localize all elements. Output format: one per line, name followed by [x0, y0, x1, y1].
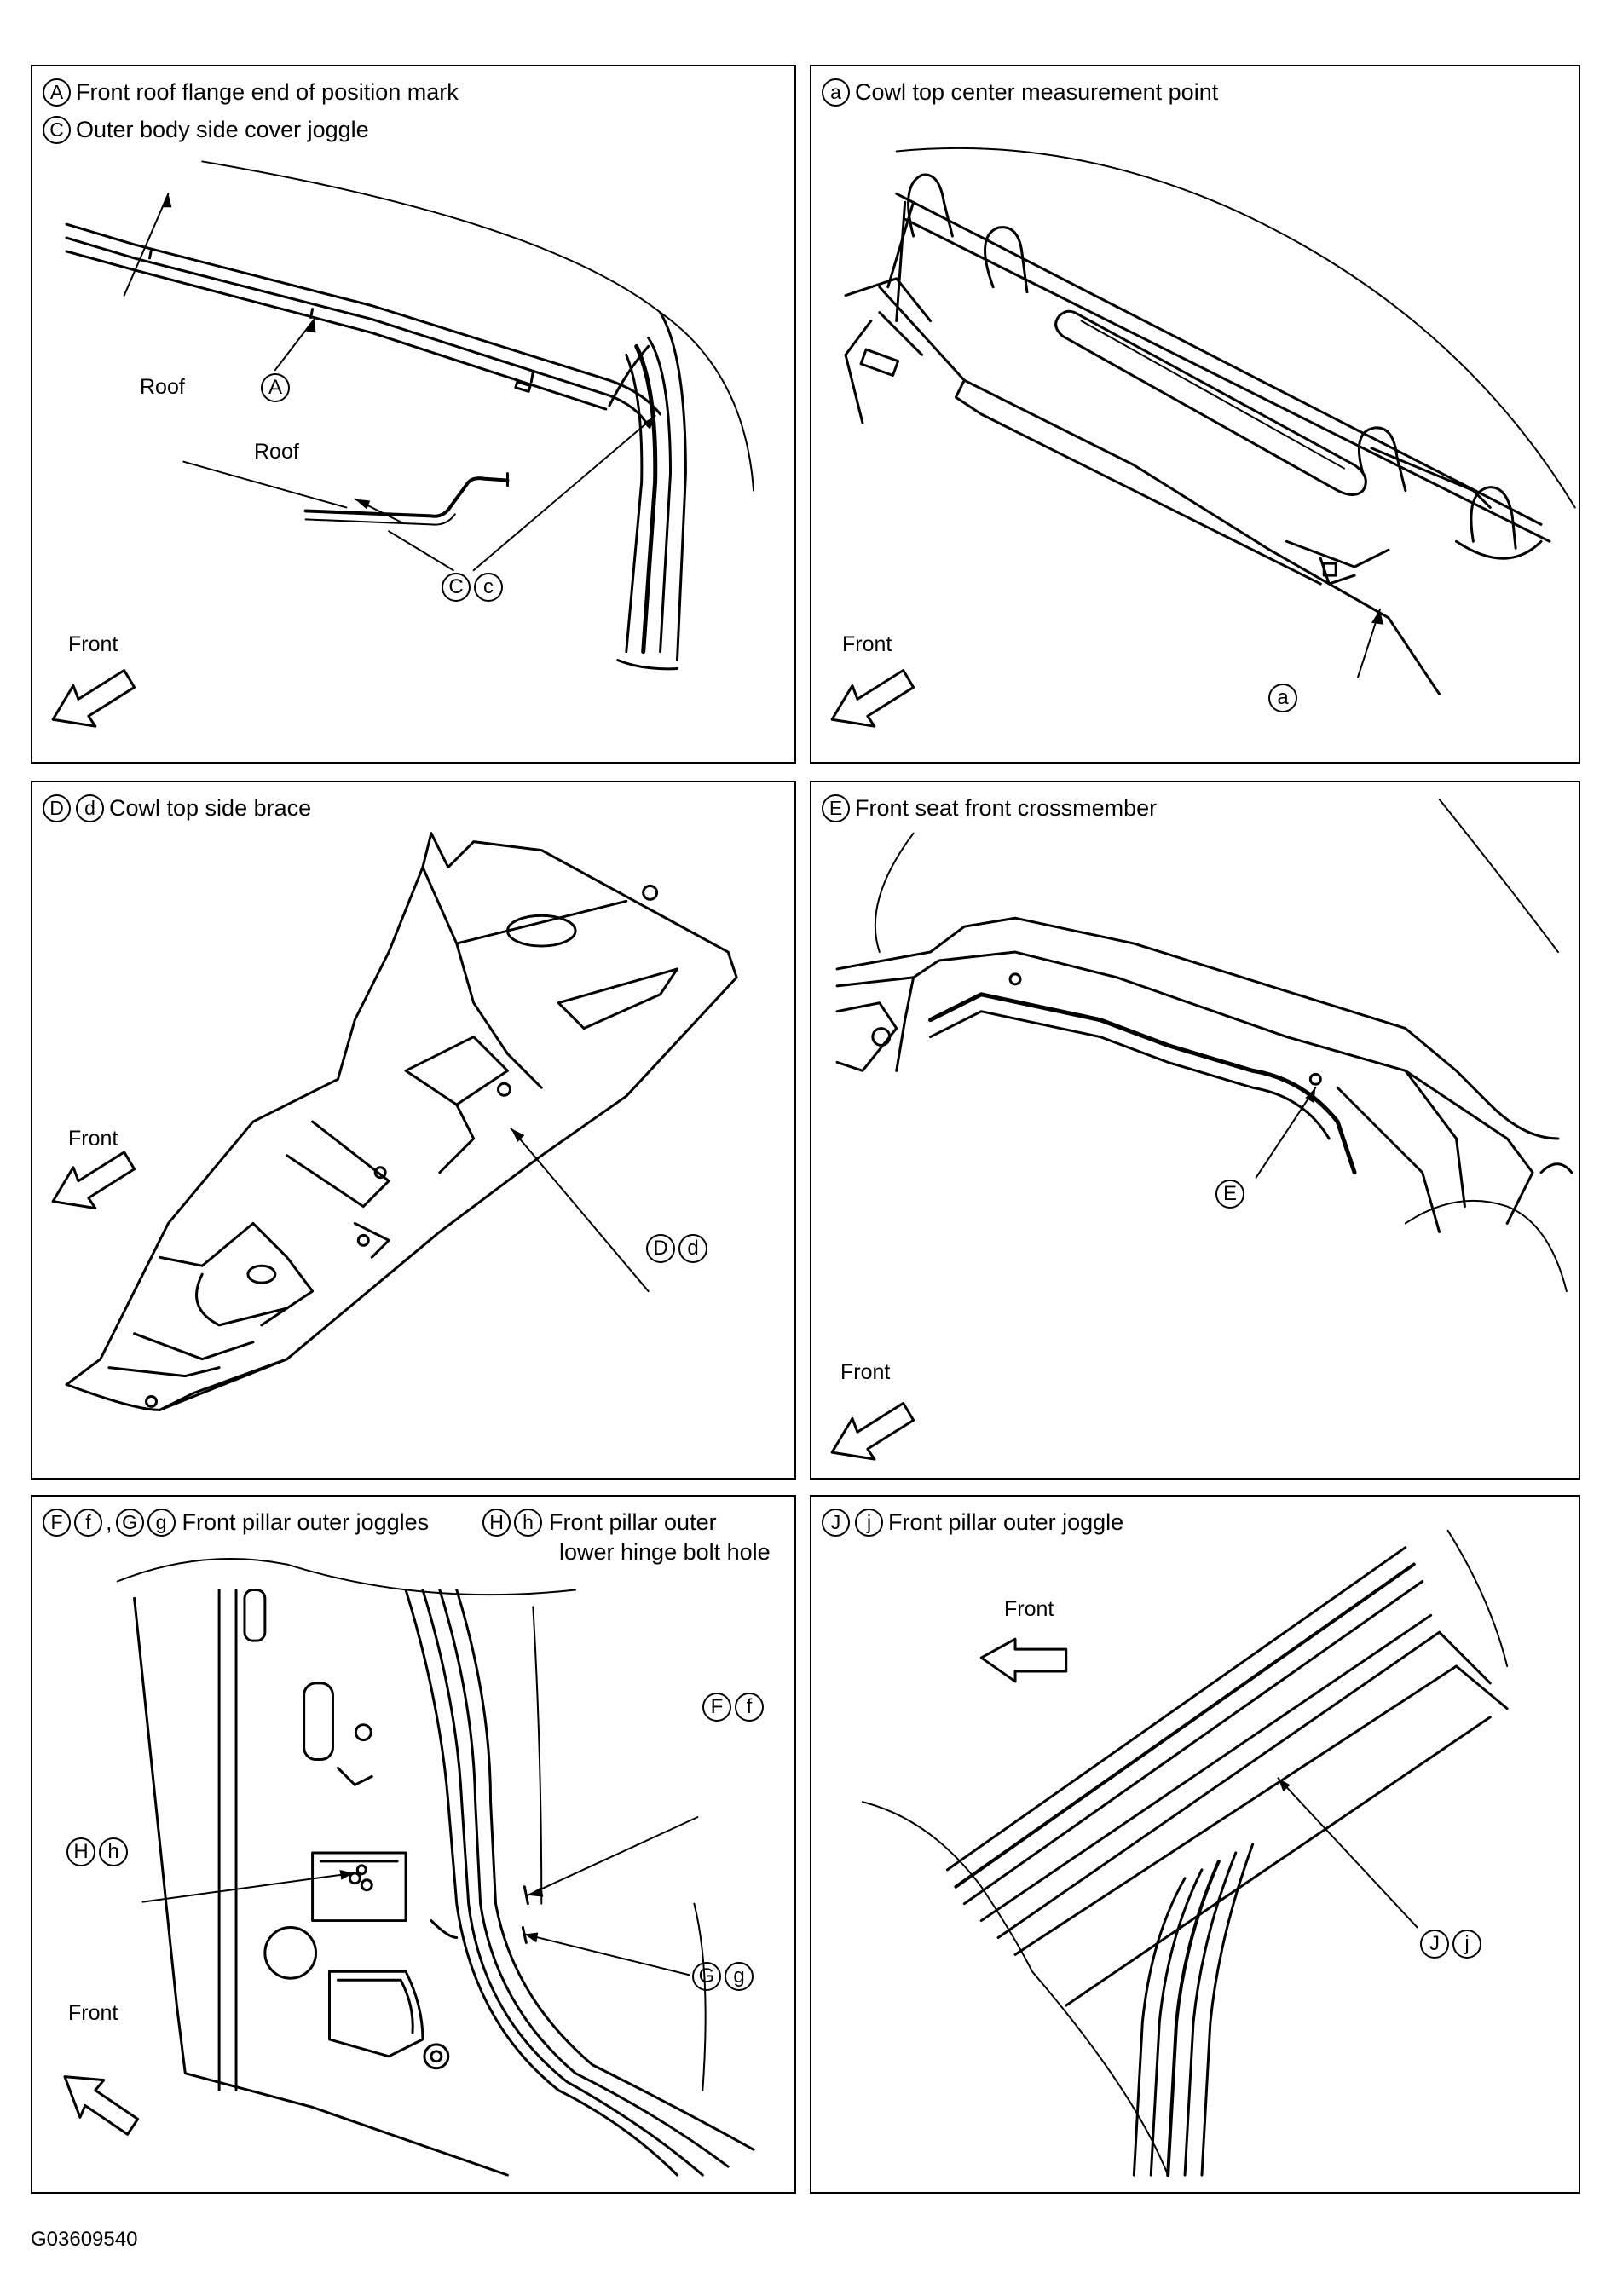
marker-F: F: [43, 1509, 71, 1537]
marker-A: A: [43, 78, 71, 107]
marker-A: A: [261, 373, 290, 402]
legend-separator: ,: [106, 1509, 113, 1535]
cowl-top-side-brace-drawing: [51, 832, 738, 1411]
label-front: Front: [840, 1360, 891, 1384]
panel-front-seat-crossmember: E Front seat front crossmember Front E: [810, 781, 1580, 1480]
roof-flange-drawing: [51, 160, 755, 728]
callout-D-d: D d: [646, 1234, 707, 1263]
legend-line-d: D d Cowl top side brace: [43, 794, 311, 822]
callout-H-h: H h: [66, 1837, 128, 1866]
label-front: Front: [1004, 1597, 1054, 1621]
marker-h: h: [514, 1509, 542, 1537]
marker-D: D: [43, 794, 71, 822]
legend-line-a: a Cowl top center measurement point: [822, 78, 1218, 107]
legend-text: Front roof flange end of position mark: [76, 79, 459, 105]
legend-text: Front pillar outer joggles: [182, 1509, 430, 1535]
marker-d: d: [76, 794, 104, 822]
legend-text: Front pillar outer joggle: [888, 1509, 1124, 1535]
legend-line-h: H h Front pillar outer: [482, 1509, 717, 1537]
marker-f: f: [74, 1509, 102, 1537]
marker-G: G: [692, 1962, 721, 1991]
panel-cowl-top-side-brace: D d Cowl top side brace Front D d: [31, 781, 796, 1480]
marker-C: C: [442, 573, 471, 602]
front-pillar-joggle-drawing: [861, 1529, 1509, 2178]
front-pillar-joggles-drawing: [63, 1557, 755, 2177]
callout-a: a: [1268, 684, 1297, 712]
marker-g: g: [147, 1509, 176, 1537]
marker-j: j: [1452, 1930, 1481, 1959]
panel-roof-flange: A Front roof flange end of position mark…: [31, 65, 796, 764]
marker-a: a: [1268, 684, 1297, 712]
callout-F-f: F f: [702, 1693, 764, 1722]
marker-J: J: [1420, 1930, 1449, 1959]
marker-f: f: [735, 1693, 764, 1722]
panel-cowl-top-center: a Cowl top center measurement point Fron…: [810, 65, 1580, 764]
label-front: Front: [68, 632, 118, 656]
front-seat-crossmember-drawing: [830, 798, 1573, 1461]
callout-C-c: C c: [442, 573, 503, 602]
label-front: Front: [842, 632, 892, 656]
cowl-top-center-drawing: [830, 147, 1576, 728]
panel-front-pillar-joggle: J j Front pillar outer joggle Front J j: [810, 1495, 1580, 2194]
marker-H: H: [66, 1837, 95, 1866]
marker-h: h: [99, 1837, 128, 1866]
label-roof: Roof: [140, 375, 185, 399]
callout-J-j: J j: [1420, 1930, 1481, 1959]
legend-line-c: C Outer body side cover joggle: [43, 116, 369, 144]
legend-line-j: J j Front pillar outer joggle: [822, 1509, 1123, 1537]
legend-line-e: E Front seat front crossmember: [822, 794, 1157, 822]
label-front: Front: [68, 2001, 118, 2025]
legend-text: Front pillar outer: [549, 1509, 717, 1535]
legend-line-f-g: F f , G g Front pillar outer joggles: [43, 1509, 429, 1537]
marker-E: E: [1215, 1180, 1244, 1209]
legend-line-a: A Front roof flange end of position mark: [43, 78, 459, 107]
callout-A: A: [261, 373, 290, 402]
legend-text: Front seat front crossmember: [855, 795, 1158, 821]
label-roof: Roof: [254, 440, 299, 464]
marker-c: c: [474, 573, 503, 602]
marker-d: d: [678, 1234, 707, 1263]
marker-H: H: [482, 1509, 511, 1537]
marker-J: J: [822, 1509, 850, 1537]
legend-text-continued: lower hinge bolt hole: [559, 1539, 771, 1565]
marker-g: g: [725, 1962, 754, 1991]
marker-F: F: [702, 1693, 731, 1722]
legend-text: Cowl top side brace: [109, 795, 312, 821]
label-front: Front: [68, 1127, 118, 1151]
marker-C: C: [43, 116, 71, 144]
marker-j: j: [855, 1509, 883, 1537]
callout-E: E: [1215, 1180, 1244, 1209]
legend-text: Cowl top center measurement point: [855, 79, 1219, 105]
figure-id: G03609540: [31, 2228, 138, 2251]
marker-G: G: [115, 1509, 144, 1537]
marker-a: a: [822, 78, 850, 107]
callout-G-g: G g: [692, 1962, 754, 1991]
panel-front-pillar-joggles: F f , G g Front pillar outer joggles H h…: [31, 1495, 796, 2194]
marker-D: D: [646, 1234, 675, 1263]
legend-text: Outer body side cover joggle: [76, 117, 369, 142]
marker-E: E: [822, 794, 850, 822]
